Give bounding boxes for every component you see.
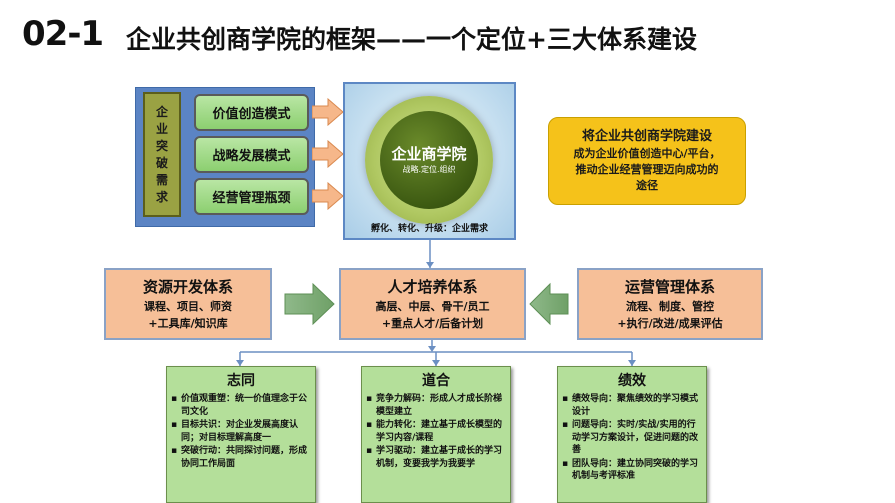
positioning-line: 途径	[636, 179, 658, 192]
talent-heading: 人才培养体系	[387, 277, 478, 296]
list-item: 绩效导向：聚焦绩效的学习模式设计	[562, 393, 700, 418]
operation-to-talent-arrow	[529, 282, 569, 326]
jixiao-list: 绩效导向：聚焦绩效的学习模式设计 问题导向：实时/实战/实用的行动学习方案设计，…	[558, 393, 706, 483]
resource-line: 课程、项目、师资	[144, 299, 232, 313]
slide-title: 企业共创商学院的框架——一个定位+三大体系建设	[126, 25, 697, 54]
orange-arrow-icon	[312, 140, 344, 168]
academy-title: 企业商学院	[391, 144, 467, 163]
jixiao-box: 绩效 绩效导向：聚焦绩效的学习模式设计 问题导向：实时/实战/实用的行动学习方案…	[557, 366, 707, 503]
demand-label-char: 需	[155, 172, 168, 187]
demand-label-char: 企	[155, 104, 168, 119]
demand-item-management: 经营管理瓶颈	[194, 178, 309, 215]
demand-label-char: 业	[155, 121, 168, 136]
demand-item-value-creation: 价值创造模式	[194, 94, 309, 131]
demand-label-char: 求	[155, 189, 168, 204]
operation-heading: 运营管理体系	[624, 277, 715, 296]
orange-arrow-icon	[312, 98, 344, 126]
talent-line: 高层、中层、骨干/员工	[375, 299, 490, 313]
slide-number: 02-1	[22, 14, 104, 54]
talent-line: +重点人才/后备计划	[381, 316, 484, 330]
list-item: 竞争力解码：形成人才成长阶梯模型建立	[366, 393, 504, 418]
list-item: 问题导向：实时/实战/实用的行动学习方案设计，促进问题的改善	[562, 419, 700, 457]
daohe-box: 道合 竞争力解码：形成人才成长阶梯模型建立 能力转化：建立基于成长模型的学习内容…	[361, 366, 511, 503]
positioning-box: 将企业共创商学院建设 成为企业价值创造中心/平台， 推动企业经营管理迈向成功的 …	[548, 117, 746, 205]
zhitong-heading: 志同	[227, 373, 255, 389]
daohe-heading: 道合	[422, 373, 450, 389]
list-item: 学习驱动：建立基于成长的学习机制，变要我学为我要学	[366, 445, 504, 470]
talent-system-box: 人才培养体系 高层、中层、骨干/员工 +重点人才/后备计划	[339, 268, 526, 340]
positioning-line: 推动企业经营管理迈向成功的	[575, 163, 719, 176]
positioning-line: 将企业共创商学院建设	[581, 129, 712, 144]
academy-subtitle: 战略.定位.组织	[402, 164, 456, 174]
list-item: 价值观重塑：统一价值理念于公司文化	[171, 393, 309, 418]
demand-label-char: 突	[155, 138, 168, 153]
operation-line: 流程、制度、管控	[626, 299, 714, 313]
list-item: 突破行动：共同探讨问题，形成协同工作局面	[171, 445, 309, 470]
daohe-list: 竞争力解码：形成人才成长阶梯模型建立 能力转化：建立基于成长模型的学习内容/课程…	[362, 393, 510, 470]
zhitong-list: 价值观重塑：统一价值理念于公司文化 目标共识：对企业发展高度认同；对目标理解高度…	[167, 393, 315, 470]
academy-core: 企业商学院 战略.定位.组织	[380, 111, 478, 209]
zhitong-box: 志同 价值观重塑：统一价值理念于公司文化 目标共识：对企业发展高度认同；对目标理…	[166, 366, 316, 503]
resource-system-box: 资源开发体系 课程、项目、师资 +工具库/知识库	[104, 268, 272, 340]
resource-line: +工具库/知识库	[148, 316, 228, 330]
list-item: 能力转化：建立基于成长模型的学习内容/课程	[366, 419, 504, 444]
operation-system-box: 运营管理体系 流程、制度、管控 +执行/改进/成果评估	[577, 268, 763, 340]
talent-down-arrowhead	[428, 346, 436, 352]
orange-arrow-icon	[312, 182, 344, 210]
list-item: 目标共识：对企业发展高度认同；对目标理解高度一	[171, 419, 309, 444]
operation-line: +执行/改进/成果评估	[617, 316, 723, 330]
jixiao-heading: 绩效	[618, 373, 646, 389]
demand-label-box: 企 业 突 破 需 求	[143, 92, 181, 217]
positioning-line: 成为企业价值创造中心/平台，	[573, 147, 721, 160]
resource-to-talent-arrow	[284, 282, 335, 326]
demand-item-strategy: 战略发展模式	[194, 136, 309, 173]
demand-label-char: 破	[155, 155, 168, 170]
list-item: 团队导向：建立协同突破的学习机制与考评标准	[562, 458, 700, 483]
resource-heading: 资源开发体系	[142, 277, 233, 296]
academy-caption: 孵化、转化、升级：企业需求	[370, 224, 488, 234]
